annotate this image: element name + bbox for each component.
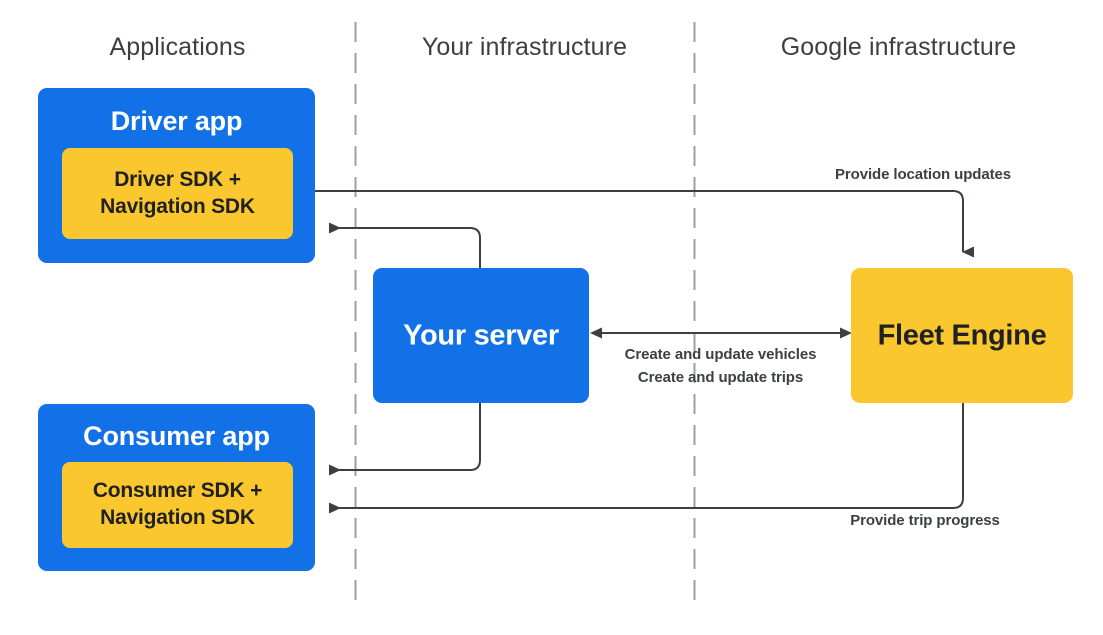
node-consumer-app[interactable]: Consumer app Consumer SDK + Navigation S… [38,404,315,571]
edge-server-to-driver-app [329,222,481,268]
edge-server-to-consumer-app [329,403,481,476]
column-title-google-infrastructure: Google infrastructure [780,33,1017,61]
node-your-server[interactable]: Your server [373,268,589,403]
node-fleet-engine[interactable]: Fleet Engine [851,268,1073,403]
consumer-sdk-box[interactable]: Consumer SDK + Navigation SDK [62,462,293,548]
node-driver-app[interactable]: Driver app Driver SDK + Navigation SDK [38,88,315,263]
edge-fleet-engine-to-consumer-sdk [329,403,964,514]
edge-label-provide-location-updates: Provide location updates [835,166,1011,183]
edge-label-provide-trip-progress: Provide trip progress [850,512,1000,529]
fleet-engine-title: Fleet Engine [877,319,1047,351]
consumer-sdk-label: Consumer SDK + Navigation SDK [92,479,263,529]
column-title-applications: Applications [109,33,246,61]
edge-label-create-and-update: Create and update vehicles Create and up… [624,346,817,386]
driver-sdk-label: Driver SDK + Navigation SDK [100,167,255,218]
edge-driver-to-fleet-engine [293,190,974,258]
consumer-app-title: Consumer app [83,421,270,451]
your-server-title: Your server [403,319,559,351]
column-title-your-infrastructure: Your infrastructure [421,33,628,61]
driver-app-title: Driver app [110,106,243,136]
driver-sdk-box[interactable]: Driver SDK + Navigation SDK [62,148,293,239]
